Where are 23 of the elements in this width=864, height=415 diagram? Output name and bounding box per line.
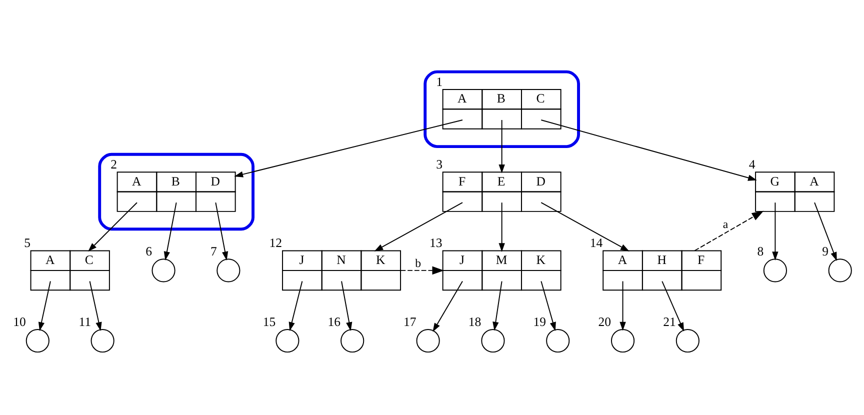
node-label: 19 xyxy=(533,314,546,328)
node-label: 6 xyxy=(146,244,152,258)
node-label: 13 xyxy=(430,236,442,250)
node-label: 16 xyxy=(328,314,341,328)
node-label: 4 xyxy=(748,157,756,172)
node-label: 20 xyxy=(598,314,611,328)
node-label: 7 xyxy=(210,244,217,258)
edge-label: b xyxy=(415,256,422,270)
node-label: 21 xyxy=(663,314,676,328)
node-label: 1 xyxy=(436,74,443,88)
node-label: 17 xyxy=(403,314,416,328)
node-label: 2 xyxy=(110,157,118,172)
edge-label: a xyxy=(722,216,728,230)
node-label: 15 xyxy=(262,314,276,328)
node-label: 11 xyxy=(78,314,92,328)
node-label: 18 xyxy=(468,314,482,328)
node-label: 8 xyxy=(757,244,764,258)
node-label: 5 xyxy=(24,236,31,250)
node-label: 9 xyxy=(822,244,829,258)
node-label: 12 xyxy=(269,236,282,250)
node-label: 14 xyxy=(590,236,603,250)
node-label: 3 xyxy=(436,157,443,172)
node-label: 10 xyxy=(13,314,26,328)
